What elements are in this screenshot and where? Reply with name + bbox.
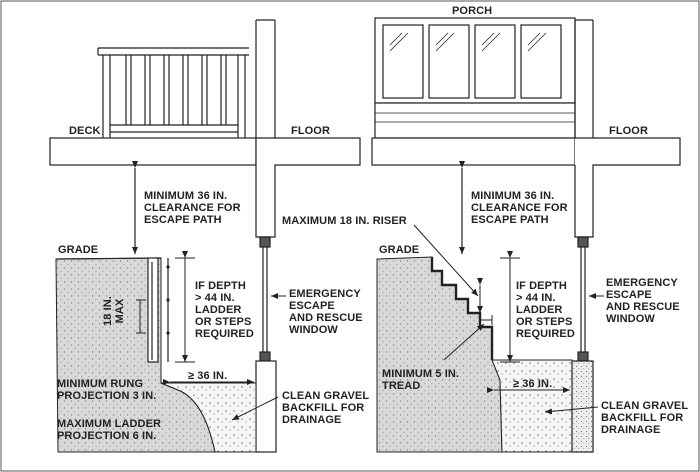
tread-dimension bbox=[443, 315, 493, 361]
rung-projection-label: MINIMUM RUNG PROJECTION 3 IN. bbox=[57, 378, 157, 402]
foundation-wall-right bbox=[571, 360, 594, 453]
floor-label-left: FLOOR bbox=[291, 125, 330, 137]
width-label-right: ≥ 36 IN. bbox=[513, 378, 553, 390]
gravel-leader-left bbox=[231, 396, 279, 421]
gravel-leader-right bbox=[544, 406, 599, 415]
deck-railing bbox=[97, 47, 249, 138]
depth-dimension-left bbox=[175, 251, 195, 363]
depth-label-right: IF DEPTH > 44 IN. LADDER OR STEPS REQUIR… bbox=[516, 280, 575, 340]
gravel-right bbox=[491, 359, 573, 453]
house-wall-floor bbox=[255, 20, 361, 238]
ladder-rung-dots bbox=[166, 265, 170, 335]
rung-spacing-label: 18 IN. MAX bbox=[102, 296, 126, 326]
left-section bbox=[49, 19, 361, 453]
grade-label-left: GRADE bbox=[58, 244, 99, 256]
gravel-left bbox=[160, 382, 257, 453]
soil-right bbox=[376, 256, 503, 453]
window-label-right: EMERGENCY ESCAPE AND RESCUE WINDOW bbox=[606, 277, 680, 325]
width-label-left: ≥ 36 IN. bbox=[188, 370, 228, 382]
tread-label: MINIMUM 5 IN. TREAD bbox=[382, 368, 460, 392]
riser-leader bbox=[413, 224, 479, 297]
window-sill bbox=[259, 351, 271, 362]
grade-label-right: GRADE bbox=[379, 244, 420, 256]
depth-dimension-right bbox=[500, 251, 520, 363]
right-section bbox=[371, 17, 681, 362]
gravel-label-right: CLEAN GRAVEL BACKFILL FOR DRAINAGE bbox=[601, 400, 689, 436]
max-riser-label: MAXIMUM 18 IN. RISER bbox=[282, 215, 407, 227]
clearance-label-right: MINIMUM 36 IN. CLEARANCE FOR ESCAPE PATH bbox=[471, 190, 568, 226]
clearance-label-left: MINIMUM 36 IN. CLEARANCE FOR ESCAPE PATH bbox=[144, 190, 241, 226]
depth-label-left: IF DEPTH > 44 IN. LADDER OR STEPS REQUIR… bbox=[195, 280, 254, 340]
deck-label: DECK bbox=[69, 125, 101, 137]
window-head bbox=[259, 236, 271, 248]
ladder-projection-label: MAXIMUM LADDER PROJECTION 6 IN. bbox=[57, 418, 162, 442]
window-label-left: EMERGENCY ESCAPE AND RESCUE WINDOW bbox=[289, 288, 363, 336]
deck-slab bbox=[49, 137, 257, 166]
gravel-label-left: CLEAN GRAVEL BACKFILL FOR DRAINAGE bbox=[282, 390, 370, 426]
floor-label-right: FLOOR bbox=[609, 125, 648, 137]
ladder bbox=[147, 257, 169, 363]
porch-label: PORCH bbox=[452, 5, 493, 17]
rung-spacing-dimension bbox=[136, 299, 146, 334]
